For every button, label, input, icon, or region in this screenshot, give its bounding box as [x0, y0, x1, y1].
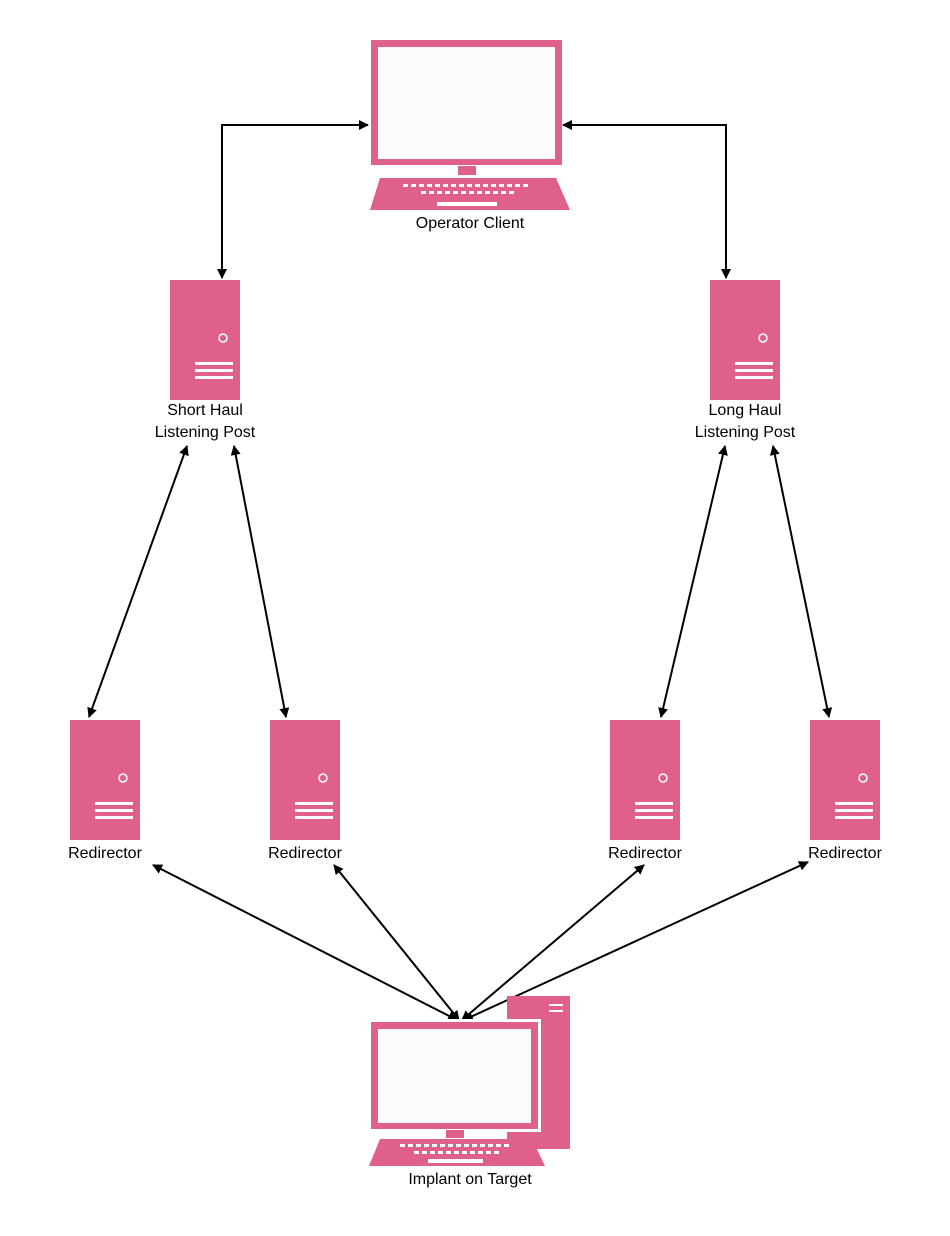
redirector-3-label: Redirector	[608, 845, 682, 862]
long-haul-listening-post-node: Long Haul Listening Post	[695, 280, 796, 441]
redirector-2-node: Redirector	[268, 720, 343, 862]
server-tower-icon	[810, 720, 880, 840]
edges	[87, 120, 833, 1021]
server-tower-icon	[610, 720, 680, 840]
edge-operator-long-haul	[562, 120, 731, 279]
implant-on-target-node: Implant on Target	[368, 996, 570, 1188]
short-haul-label-line2: Listening Post	[155, 424, 256, 441]
redirector-1-node: Redirector	[68, 720, 143, 862]
edge-operator-short-haul	[217, 120, 369, 279]
server-tower-icon	[710, 280, 780, 400]
long-haul-label-line1: Long Haul	[709, 402, 782, 419]
operator-client-node: Operator Client	[370, 40, 570, 232]
short-haul-listening-post-node: Short Haul Listening Post	[155, 280, 256, 441]
redirector-1-label: Redirector	[68, 845, 142, 862]
edge-redirector-2-implant	[333, 864, 460, 1021]
edge-long-haul-redirector-3	[658, 445, 728, 718]
server-tower-icon	[170, 280, 240, 400]
long-haul-label-line2: Listening Post	[695, 424, 796, 441]
edge-short-haul-redirector-1	[87, 445, 189, 718]
edge-short-haul-redirector-2	[230, 445, 290, 718]
redirector-4-label: Redirector	[808, 845, 882, 862]
redirector-3-node: Redirector	[608, 720, 683, 862]
implant-on-target-label: Implant on Target	[408, 1171, 532, 1188]
desktop-computer-icon	[368, 996, 570, 1166]
redirector-2-label: Redirector	[268, 845, 342, 862]
laptop-icon	[370, 40, 570, 210]
edge-long-haul-redirector-4	[769, 445, 833, 718]
redirector-4-node: Redirector	[808, 720, 883, 862]
server-tower-icon	[70, 720, 140, 840]
operator-client-label: Operator Client	[416, 215, 525, 232]
short-haul-label-line1: Short Haul	[167, 402, 243, 419]
edge-redirector-1-implant	[152, 864, 458, 1021]
server-tower-icon	[270, 720, 340, 840]
edge-redirector-4-implant	[463, 861, 809, 1021]
